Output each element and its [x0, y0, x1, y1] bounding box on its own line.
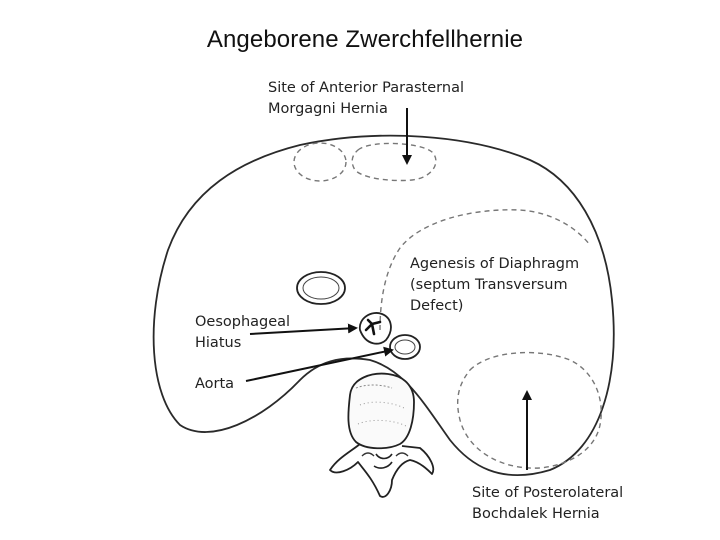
label-bochdalek-line2: Bochdalek Hernia [472, 506, 600, 522]
label-oesophageal-line1: Oesophageal [195, 314, 290, 330]
label-morgagni-line1: Site of Anterior Parasternal [268, 80, 464, 96]
label-aorta: Aorta [195, 376, 234, 392]
label-oesophageal-line2: Hiatus [195, 335, 241, 351]
bochdalek-site [458, 353, 602, 469]
label-morgagni-line2: Morgagni Hernia [268, 101, 388, 117]
oesophageal-hiatus-shape [360, 313, 391, 344]
oesophageal-hiatus-lumen [366, 320, 380, 334]
label-agenesis-line2: (septum Transversum [410, 277, 568, 293]
morgagni-site-right [352, 143, 436, 180]
morgagni-site-left [294, 143, 346, 181]
label-agenesis-line1: Agenesis of Diaphragm [410, 256, 579, 272]
vertebra [330, 374, 433, 497]
label-agenesis-line3: Defect) [410, 298, 463, 314]
aorta-lumen [395, 340, 415, 354]
label-bochdalek-line1: Site of Posterolateral [472, 485, 623, 501]
vena-cava-inner [303, 277, 339, 299]
